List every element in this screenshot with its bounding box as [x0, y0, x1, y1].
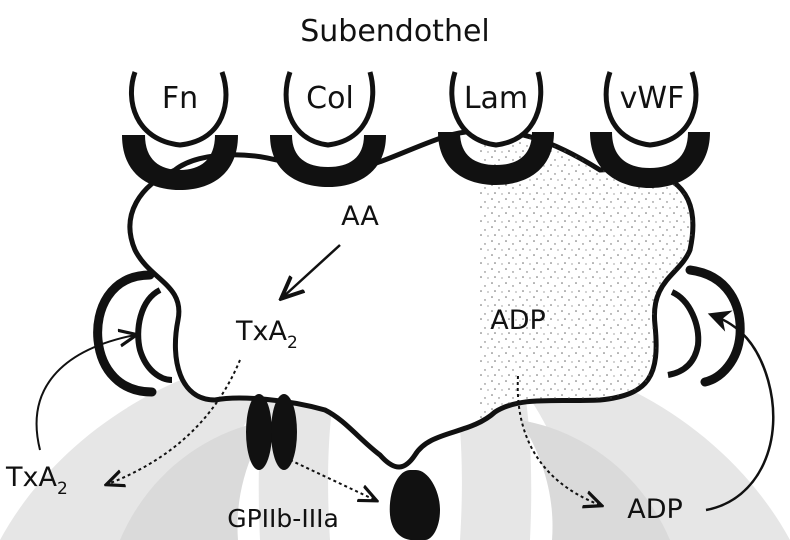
label-aa: AA — [341, 201, 379, 232]
label-lam: Lam — [464, 81, 528, 116]
title-subendothel: Subendothel — [300, 14, 490, 49]
label-vwf: vWF — [620, 81, 685, 116]
label-adp-outside: ADP — [627, 494, 683, 525]
label-fn: Fn — [162, 81, 198, 116]
receptor-right-adp — [668, 270, 740, 382]
label-gpiib-iiia: GPIIb-IIIa — [227, 504, 339, 533]
label-adp-inside: ADP — [490, 305, 546, 336]
label-col: Col — [306, 81, 354, 116]
gp-complex-activated — [390, 470, 440, 540]
receptor-left-txa2 — [98, 275, 172, 392]
